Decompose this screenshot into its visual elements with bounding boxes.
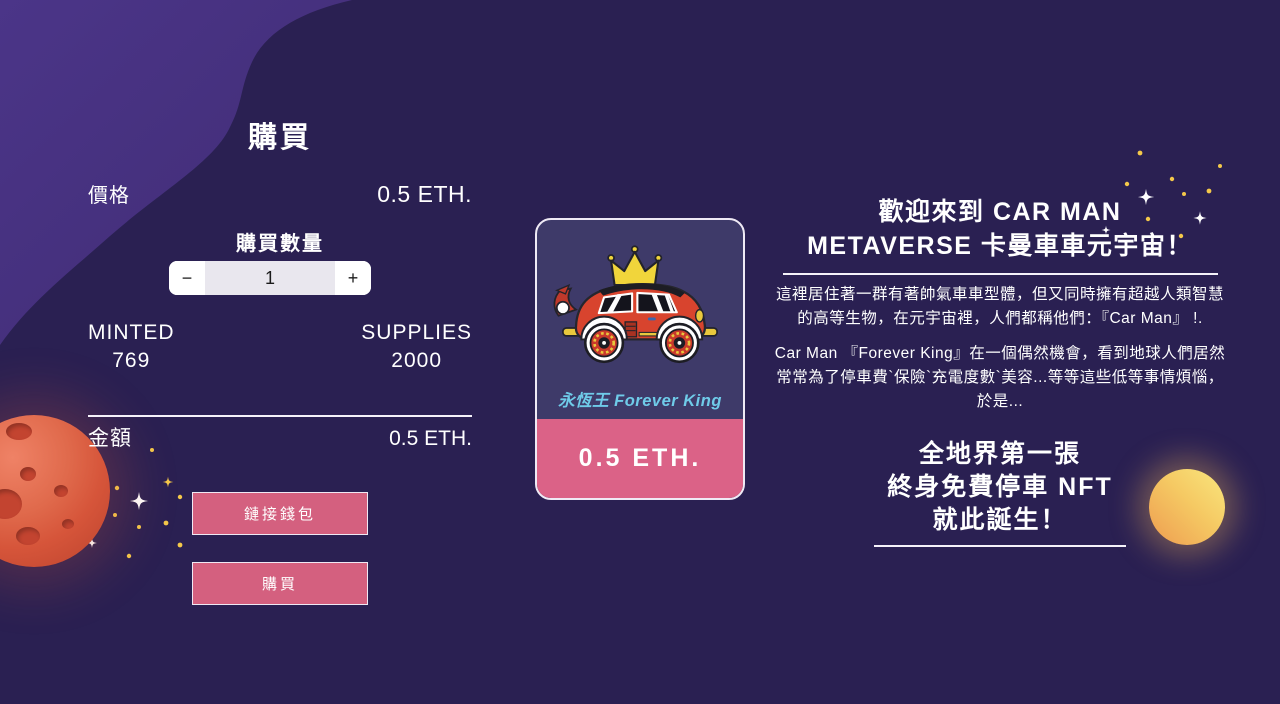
buy-button[interactable]: 購買 xyxy=(192,562,368,605)
stars-left xyxy=(113,448,183,559)
price-value: 0.5 ETH. xyxy=(377,181,472,207)
info-heading-line2: METAVERSE 卡曼車車元宇宙！ xyxy=(807,231,1193,260)
nft-card: 永恆王 Forever King 0.5 ETH. xyxy=(535,218,745,500)
info-heading-line1: 歡迎來到 CAR MAN xyxy=(878,198,1122,226)
sparkles-top-right xyxy=(1101,188,1207,235)
quantity-decrease-button[interactable]: − xyxy=(169,261,205,295)
purchase-panel: 購買 價格 0.5 ETH. 購買數量 − 1 + MINTED 769 SUP… xyxy=(88,100,472,620)
total-divider xyxy=(88,415,472,417)
total-row: 金額 0.5 ETH. xyxy=(88,422,472,452)
nft-card-price-section: 0.5 ETH. xyxy=(537,419,743,498)
info-paragraph-2: Car Man 『Forever King』在一個偶然機會，看到地球人們居然常常… xyxy=(774,344,1226,410)
nft-name: 永恆王 Forever King xyxy=(558,392,722,410)
corner-blob xyxy=(0,0,352,345)
price-label: 價格 xyxy=(88,185,130,207)
quantity-label: 購買數量 xyxy=(236,233,324,255)
stars-top-right xyxy=(1124,150,1222,239)
rear-wheel xyxy=(583,322,625,364)
slogan-underline xyxy=(874,545,1126,548)
price-row: 價格 0.5 ETH. xyxy=(88,179,472,208)
nft-card-art-section: 永恆王 Forever King xyxy=(537,220,743,419)
minted-value: 769 xyxy=(112,349,151,373)
front-wheel xyxy=(659,322,700,364)
supplies-value: 2000 xyxy=(391,349,442,373)
slogan-line2: 終身免費停車 NFT xyxy=(887,472,1113,501)
supplies-label: SUPPLIES xyxy=(361,321,472,344)
sparkles-left xyxy=(87,492,148,548)
crowned-car-illustration xyxy=(553,245,718,364)
supplies-block: SUPPLIES 2000 xyxy=(361,319,472,376)
supply-row: MINTED 769 SUPPLIES 2000 xyxy=(88,319,472,376)
slogan-line3: 就此誕生！ xyxy=(932,506,1068,535)
quantity-input[interactable]: 1 xyxy=(205,261,335,295)
minted-label: MINTED xyxy=(88,321,175,344)
info-panel: 歡迎來到 CAR MAN METAVERSE 卡曼車車元宇宙！ 這裡居住著一群有… xyxy=(770,196,1230,548)
nft-price: 0.5 ETH. xyxy=(578,444,702,472)
heading-underline xyxy=(782,272,1218,275)
slogan: 全地界第一張 終身免費停車 NFT 就此誕生！ xyxy=(770,438,1230,538)
slogan-line1: 全地界第一張 xyxy=(918,439,1081,468)
info-paragraph-1: 這裡居住著一群有著帥氣車車型體，但又同時擁有超越人類智慧的高等生物，在元宇宙裡，… xyxy=(775,285,1224,327)
total-label: 金額 xyxy=(88,427,132,450)
quantity-increase-button[interactable]: + xyxy=(335,261,371,295)
quantity-stepper: − 1 + xyxy=(169,261,371,295)
moon xyxy=(1149,469,1225,545)
minted-block: MINTED 769 xyxy=(88,319,175,376)
crown-icon xyxy=(607,245,663,287)
total-value: 0.5 ETH. xyxy=(389,427,472,450)
info-heading: 歡迎來到 CAR MAN METAVERSE 卡曼車車元宇宙！ xyxy=(770,196,1230,264)
purchase-title: 購買 xyxy=(247,122,312,154)
connect-wallet-button[interactable]: 鏈接錢包 xyxy=(192,492,368,535)
